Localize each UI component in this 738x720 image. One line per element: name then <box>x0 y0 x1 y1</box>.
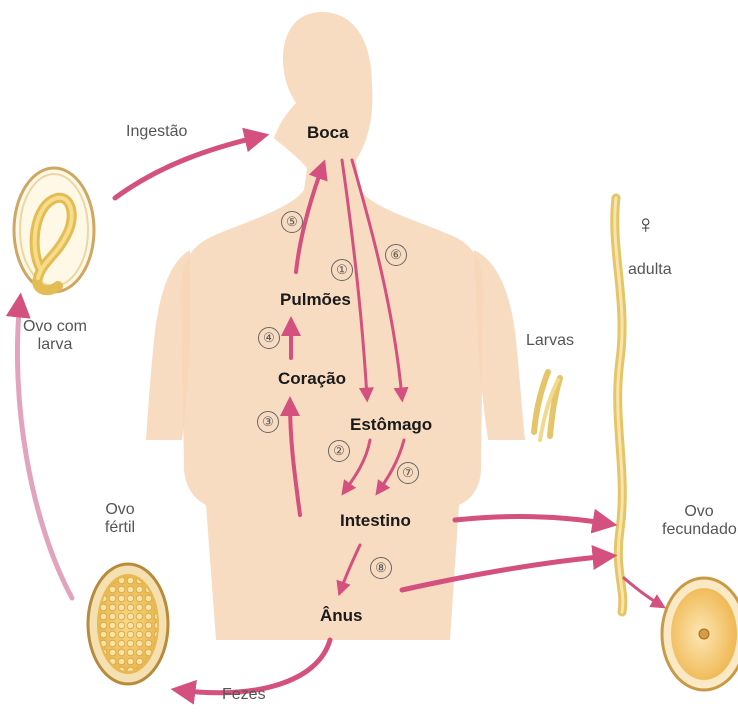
label-ovo-fecundado-line2: fecundado <box>662 521 738 539</box>
organ-label-intestino: Intestino <box>340 511 411 531</box>
step-number-7: ⑦ <box>397 462 419 484</box>
label-ovo-fecundado-line1: Ovo <box>660 503 738 521</box>
label-ovo-fertil: Ovo fértil <box>92 501 148 538</box>
fertile-egg-illustration <box>88 564 168 684</box>
step-number-1: ① <box>331 259 353 281</box>
arrow-intestine-to-worm <box>455 517 610 524</box>
label-ovo-com-larva: Ovo com larva <box>10 318 100 355</box>
arrow-feces <box>178 640 330 693</box>
step-number-6: ⑥ <box>385 244 407 266</box>
fertilized-egg-illustration <box>662 578 738 690</box>
larvae-illustration <box>534 372 560 440</box>
label-ovo-com-larva-line1: Ovo com <box>10 318 100 336</box>
organ-label-boca: Boca <box>307 123 349 143</box>
label-adulta: adulta <box>628 261 672 279</box>
label-ovo-fertil-line1: Ovo <box>92 501 148 519</box>
step-number-8: ⑧ <box>370 557 392 579</box>
label-ovo-com-larva-line2: larva <box>10 336 100 354</box>
step-number-3: ③ <box>257 411 279 433</box>
label-ovo-fertil-line2: fértil <box>92 519 148 537</box>
organ-label-coracao: Coração <box>278 369 346 389</box>
label-ingestao: Ingestão <box>126 123 187 141</box>
organ-label-pulmoes: Pulmões <box>280 290 351 310</box>
step-number-5: ⑤ <box>281 211 303 233</box>
label-ovo-fecundado: Ovo fecundado <box>660 503 738 540</box>
organ-label-anus: Ânus <box>320 606 363 626</box>
female-symbol: ♀ <box>636 210 656 240</box>
arrow-ingestion <box>115 136 262 198</box>
human-arm-left <box>146 250 190 440</box>
label-larvas: Larvas <box>526 332 574 350</box>
label-fezes: Fezes <box>222 686 266 704</box>
organ-label-estomago: Estômago <box>350 415 432 435</box>
human-body-silhouette <box>181 12 483 640</box>
step-number-2: ② <box>328 440 350 462</box>
egg-with-larva-illustration <box>14 168 94 292</box>
arrow-worm-to-egg <box>624 578 662 606</box>
step-number-4: ④ <box>258 327 280 349</box>
